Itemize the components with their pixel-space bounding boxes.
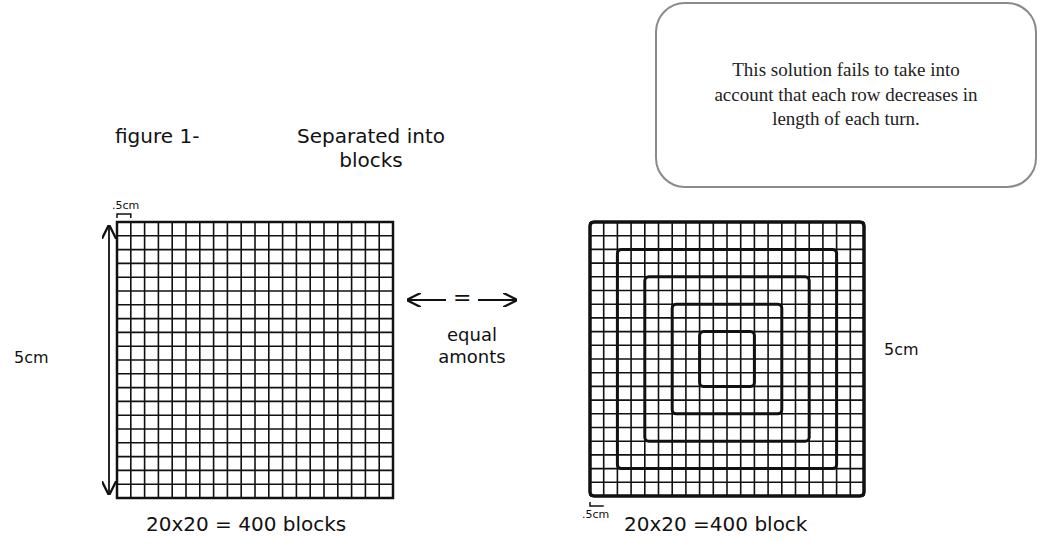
dimension-label: 5cm [14,348,49,367]
right-grid [590,222,864,506]
figure-label: figure 1- [115,124,199,148]
spiral-ring [617,249,836,468]
note-text: equal amonts [424,324,520,367]
dimension-label: .5cm [112,199,139,212]
grid-line [365,222,367,498]
spiral-ring [645,277,809,441]
grid-line [378,222,380,498]
grid-line [849,222,851,496]
callout-text: This solution fails to take into account… [711,58,981,132]
pointer-arrow [408,299,446,301]
count-note: 20x20 = 400 blocks [146,512,346,536]
callout-box: This solution fails to take into account… [655,2,1037,188]
dimension-arrow [108,226,110,494]
grid-line [117,470,393,472]
spiral-ring [700,332,755,387]
grid-line [117,456,393,458]
left-grid [117,214,393,498]
pointer-arrow [478,299,516,301]
dimension-label: .5cm [582,508,609,521]
spiral-ring [590,222,864,496]
grid-line [590,454,864,456]
grid-line [590,481,864,483]
count-note: 20x20 =400 block [624,512,807,536]
equal-sign: = [453,285,471,311]
heading-note: Separated into blocks [296,124,446,172]
spiral-ring [672,304,782,414]
grid-line [117,483,393,485]
dimension-label: 5cm [884,340,919,359]
